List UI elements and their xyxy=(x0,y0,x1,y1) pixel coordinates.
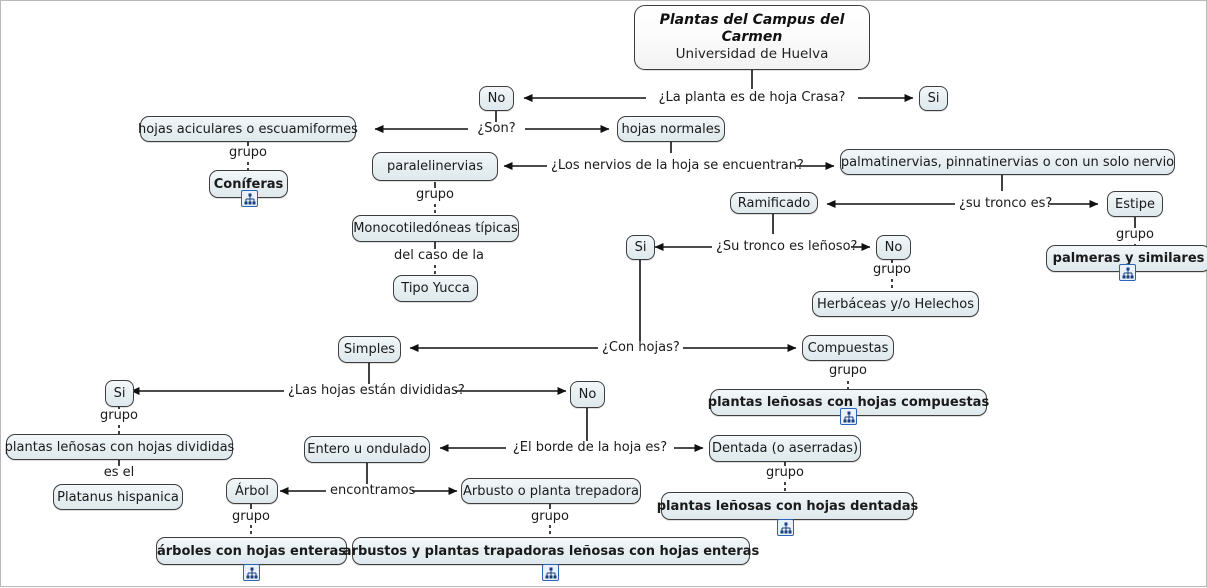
root-title-line2: Universidad de Huelva xyxy=(675,46,829,62)
node-arboles-hojas-enteras[interactable]: árboles con hojas enteras xyxy=(156,537,347,565)
node-estipe[interactable]: Estipe xyxy=(1107,191,1163,217)
link-hojas-divididas[interactable]: ¿Las hojas están divididas? xyxy=(284,384,465,398)
node-lenosas-dentadas[interactable]: plantas leñosas con hojas dentadas xyxy=(657,492,918,520)
node-lenosas-divididas[interactable]: plantas leñosas con hojas divididas xyxy=(5,434,234,460)
node-hojas-aciculares[interactable]: hojas aciculares o escuamiformes xyxy=(138,116,358,142)
hierarchy-tree-icon[interactable] xyxy=(840,408,857,425)
link-con-hojas[interactable]: ¿Con hojas? xyxy=(598,341,683,355)
node-herbaceas-helechos[interactable]: Herbáceas y/o Helechos xyxy=(812,291,979,317)
node-arbustos-hojas-enteras[interactable]: arbustos y plantas trapadoras leñosas co… xyxy=(343,537,759,565)
link-del-caso-de-la[interactable]: del caso de la xyxy=(390,249,484,263)
link-es-el[interactable]: es el xyxy=(94,466,144,480)
node-compuestas[interactable]: Compuestas xyxy=(802,335,894,361)
hierarchy-tree-icon[interactable] xyxy=(243,564,260,581)
node-si-crasa[interactable]: Si xyxy=(919,86,948,111)
hierarchy-tree-icon[interactable] xyxy=(1119,264,1136,281)
node-arbusto-trepadora[interactable]: Arbusto o planta trepadora xyxy=(461,478,641,504)
node-paralelinervias[interactable]: paralelinervias xyxy=(372,152,498,181)
node-entero-u-ondulado[interactable]: Entero u ondulado xyxy=(304,436,430,463)
link-grupo-coniferas[interactable]: grupo xyxy=(223,146,273,160)
node-ramificado[interactable]: Ramificado xyxy=(730,192,818,214)
link-grupo-dentada[interactable]: grupo xyxy=(760,466,810,480)
link-grupo-divididas[interactable]: grupo xyxy=(94,409,144,423)
link-son[interactable]: ¿Son? xyxy=(468,122,525,136)
link-grupo-compuestas[interactable]: grupo xyxy=(823,364,873,378)
node-simples[interactable]: Simples xyxy=(338,336,401,363)
link-grupo-arbol[interactable]: grupo xyxy=(226,510,276,524)
hierarchy-tree-icon[interactable] xyxy=(777,519,794,536)
link-borde-hoja[interactable]: ¿El borde de la hoja es? xyxy=(506,441,674,455)
node-arbol[interactable]: Árbol xyxy=(226,478,278,504)
node-si-divididas[interactable]: Si xyxy=(105,380,134,407)
link-hoja-crasa[interactable]: ¿La planta es de hoja Crasa? xyxy=(646,91,858,105)
hierarchy-tree-icon[interactable] xyxy=(542,564,559,581)
node-si-lenoso[interactable]: Si xyxy=(626,235,655,260)
node-root-title[interactable]: Plantas del Campus del Carmen Universida… xyxy=(634,5,870,70)
node-no-divididas[interactable]: No xyxy=(570,381,605,408)
link-encontramos[interactable]: encontramos xyxy=(326,484,415,498)
hierarchy-tree-icon[interactable] xyxy=(241,190,258,207)
link-grupo-estipe[interactable]: grupo xyxy=(1110,228,1160,242)
node-platanus-hispanica[interactable]: Platanus hispanica xyxy=(53,484,183,510)
node-monocotiledoneas[interactable]: Monocotiledóneas típicas xyxy=(352,215,519,242)
root-title-line1: Plantas del Campus del Carmen xyxy=(659,12,845,45)
node-palmatinervias[interactable]: palmatinervias, pinnatinervias o con un … xyxy=(840,149,1175,175)
link-nervios-hoja[interactable]: ¿Los nervios de la hoja se encuentran? xyxy=(547,159,804,173)
node-tipo-yucca[interactable]: Tipo Yucca xyxy=(393,275,478,302)
node-hojas-normales[interactable]: hojas normales xyxy=(617,116,725,142)
node-dentada-aserradas[interactable]: Dentada (o aserradas) xyxy=(709,435,861,462)
link-grupo-paralelinervias[interactable]: grupo xyxy=(410,188,460,202)
link-tronco-lenoso[interactable]: ¿Su tronco es leñoso? xyxy=(712,240,857,254)
node-no-lenoso[interactable]: No xyxy=(876,235,911,260)
link-grupo-arbusto[interactable]: grupo xyxy=(525,510,575,524)
node-no-crasa[interactable]: No xyxy=(479,86,514,111)
link-su-tronco-es[interactable]: ¿su tronco es? xyxy=(955,197,1052,211)
link-grupo-herbaceas[interactable]: grupo xyxy=(867,263,917,277)
